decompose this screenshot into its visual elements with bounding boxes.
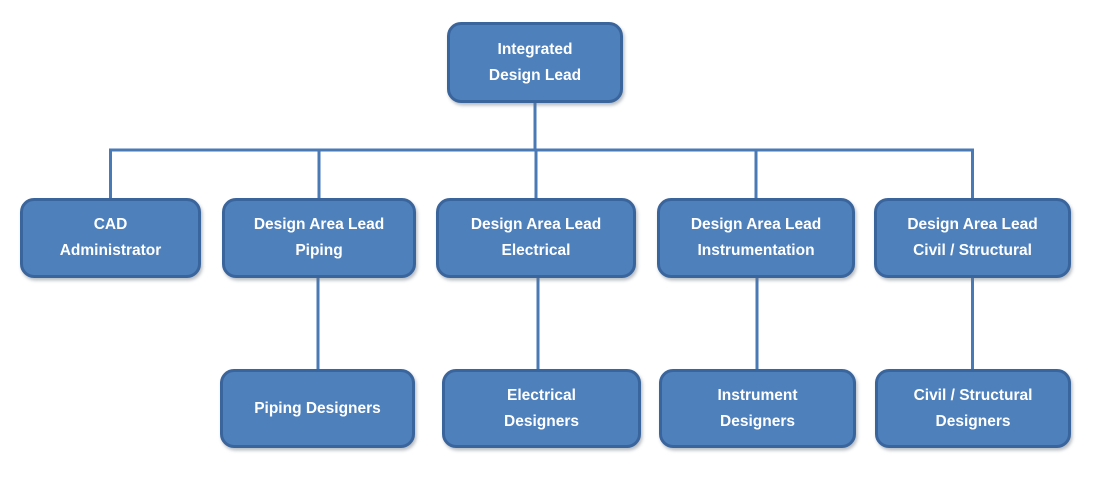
node-label-line: Design Area Lead (907, 216, 1038, 233)
node-instrument-designers: Instrument Designers (659, 369, 856, 448)
node-label-line: Piping (295, 242, 343, 259)
node-label-line: Administrator (59, 242, 162, 259)
node-label-line: Instrument (717, 386, 798, 404)
node-label-line: Piping Designers (254, 399, 381, 417)
node-label-line: Civil / Structural (913, 242, 1032, 259)
node-label-line: Designers (504, 412, 579, 430)
node-design-area-lead-civil-structural: Design Area Lead Civil / Structural (874, 198, 1071, 278)
node-label-line: CAD (93, 216, 128, 233)
node-civil-structural-designers: Civil / Structural Designers (875, 369, 1071, 448)
node-label-line: Electrical (507, 386, 576, 404)
node-label-line: Civil / Structural (913, 386, 1033, 404)
node-integrated-design-lead: Integrated Design Lead (447, 22, 623, 103)
node-label-line: Designers (935, 412, 1011, 430)
node-label-line: Designers (720, 412, 795, 430)
node-label-line: Electrical (501, 242, 571, 259)
node-cad-administrator: CAD Administrator (20, 198, 201, 278)
node-piping-designers: Piping Designers (220, 369, 415, 448)
node-electrical-designers: Electrical Designers (442, 369, 641, 448)
node-label-line: Design Lead (488, 66, 582, 84)
node-label-line: Instrumentation (697, 242, 815, 259)
node-label-line: Design Area Lead (253, 216, 385, 233)
node-label-line: Design Area Lead (690, 216, 822, 233)
node-design-area-lead-instrumentation: Design Area Lead Instrumentation (657, 198, 855, 278)
node-label-line: Integrated (497, 40, 573, 58)
node-design-area-lead-piping: Design Area Lead Piping (222, 198, 416, 278)
node-design-area-lead-electrical: Design Area Lead Electrical (436, 198, 636, 278)
node-label-line: Design Area Lead (470, 216, 602, 233)
